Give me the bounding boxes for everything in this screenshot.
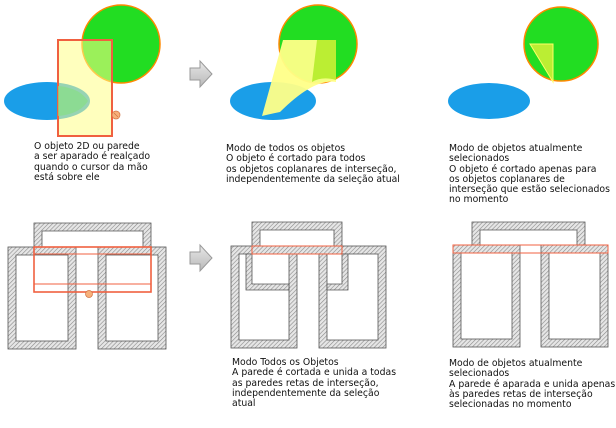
panel-wall-hover (7, 222, 167, 350)
left-room-walls (452, 244, 521, 348)
panel-object-hover (4, 4, 161, 137)
right-arrow-icon (189, 59, 213, 89)
trimmed-wall-outline (251, 245, 343, 255)
trimmed-trapezoid-piece (529, 43, 554, 84)
panel-wall-all-mode (230, 221, 387, 349)
panel-object-selected-mode (448, 6, 599, 119)
right-room-walls (540, 244, 609, 348)
caption-object-selected-mode: Modo de objetos atualmente selecionados … (449, 143, 610, 206)
selected-walls-outline (452, 244, 609, 254)
left-room-walls (230, 245, 298, 349)
caption-object-all-mode: Modo de todos os objetos O objeto é cort… (226, 143, 400, 185)
panel-object-all-mode (230, 4, 358, 120)
right-arrow-icon (189, 243, 213, 273)
caption-wall-selected-mode: Modo de objetos atualmente selecionados … (449, 358, 616, 411)
ellipse-shape (448, 83, 530, 119)
hand-cursor-icon (111, 110, 121, 120)
hand-cursor-icon (85, 290, 93, 298)
wall-highlighted (33, 246, 152, 293)
left-room-walls (7, 246, 77, 350)
overlap-region (312, 40, 336, 82)
caption-object-hover: O objeto 2D ou parede a ser aparado é re… (34, 141, 151, 183)
panel-wall-selected-mode (452, 221, 609, 348)
right-room-walls (97, 246, 167, 350)
overlap-region (58, 86, 88, 116)
right-room-walls (318, 245, 387, 349)
caption-wall-all-mode: Modo Todos os Objetos A parede é cortada… (232, 357, 397, 410)
